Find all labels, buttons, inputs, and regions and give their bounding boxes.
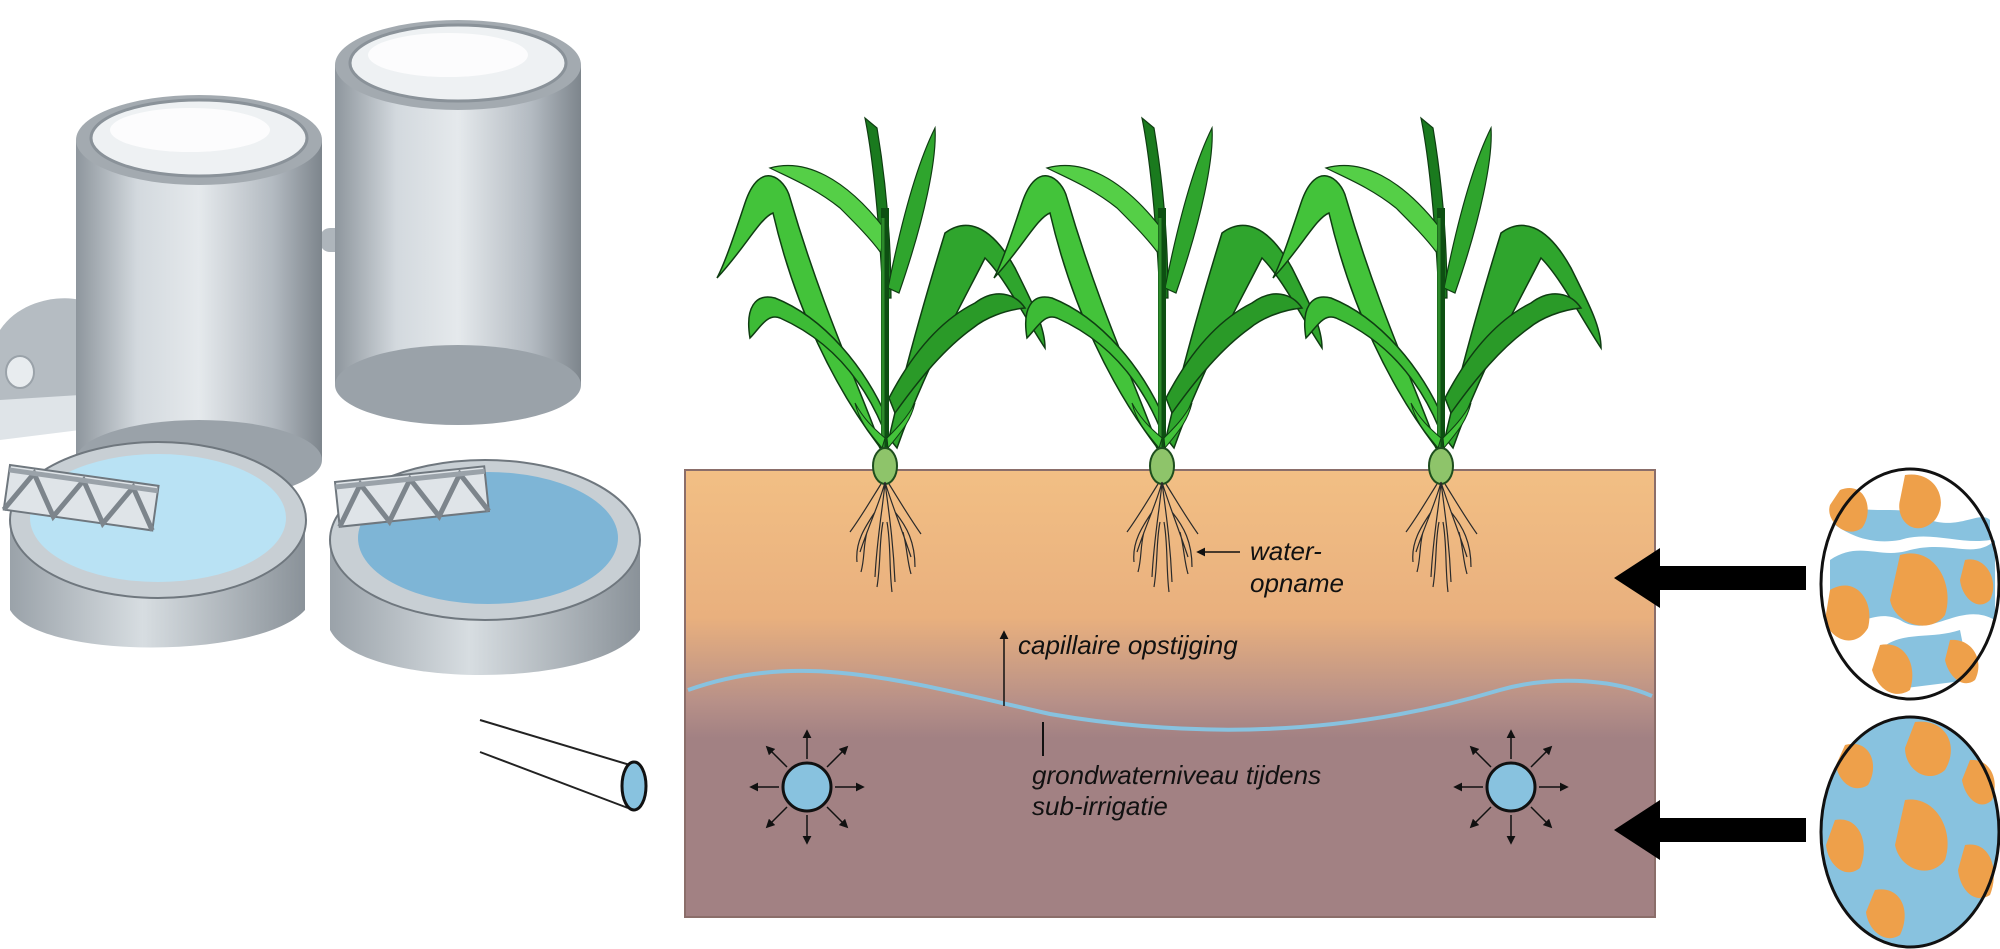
water-tank-left — [76, 95, 322, 500]
outlet-pipe — [479, 719, 648, 812]
water-tray-right — [329, 459, 641, 675]
capillary-rise-label: capillaire opstijging — [1018, 630, 1238, 660]
water-uptake-label-line2: opname — [1250, 568, 1344, 598]
irrigation-tank-illustration — [0, 20, 648, 812]
water-uptake-annotation: water- opname — [1196, 536, 1344, 598]
irrigation-emitter-right — [1455, 731, 1567, 843]
water-tray-left — [4, 441, 307, 648]
groundwater-level-line — [687, 668, 1653, 732]
groundwater-label-line2: sub-irrigatie — [1032, 791, 1168, 821]
soil-profile — [684, 469, 1656, 918]
capillary-rise-annotation: capillaire opstijging — [999, 630, 1238, 706]
groundwater-annotation: grondwaterniveau tijdens sub-irrigatie — [1032, 722, 1321, 821]
pore-detail-unsaturated — [1819, 467, 2000, 701]
irrigation-emitter-left — [751, 731, 863, 843]
water-uptake-label-line1: water- — [1250, 536, 1322, 566]
arrow-to-unsaturated-zone — [1614, 548, 1806, 608]
groundwater-label-line1: grondwaterniveau tijdens — [1032, 760, 1321, 790]
water-tank-right — [335, 20, 581, 425]
pore-detail-saturated — [1819, 715, 2000, 949]
arrow-to-saturated-zone — [1614, 800, 1806, 860]
